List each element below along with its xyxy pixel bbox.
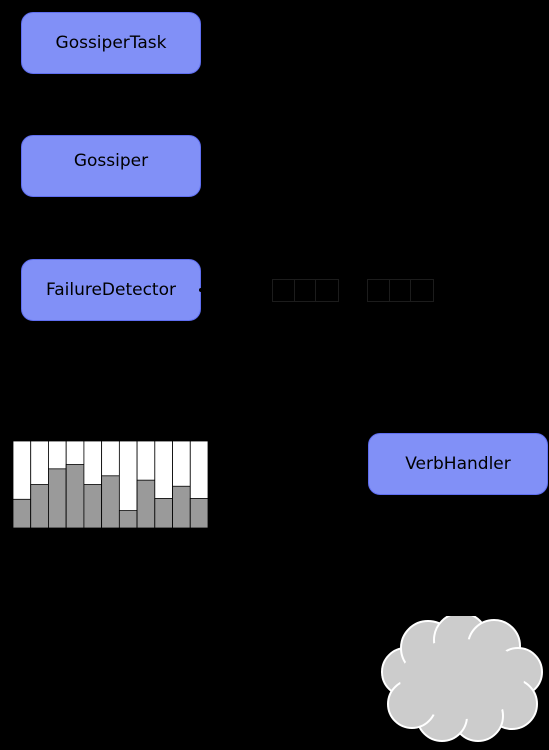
queue-cell [390, 280, 412, 301]
verb-handler-label: VerbHandler [405, 454, 511, 474]
gossiper-task-label: GossiperTask [55, 33, 167, 53]
gossiper-task-node: GossiperTask [21, 12, 201, 74]
arrival-window-histogram [13, 441, 208, 528]
histogram-bar [65, 464, 85, 528]
histogram-bar [30, 484, 49, 528]
histogram-bar [118, 510, 138, 528]
message-queue-right [367, 279, 434, 302]
failure-detector-label: FailureDetector [45, 280, 176, 300]
network-cloud-icon [381, 616, 543, 742]
histogram-bar [101, 475, 120, 528]
histogram-bar [48, 468, 67, 528]
histogram-bar [83, 484, 103, 528]
message-queue-left [272, 279, 339, 302]
queue-cell [295, 280, 317, 301]
queue-cell [316, 280, 338, 301]
queue-cell [411, 280, 433, 301]
histogram-bar [189, 498, 208, 528]
histogram-bar [172, 485, 191, 528]
histogram-bar [154, 498, 173, 528]
gossiper-label: Gossiper [73, 151, 149, 171]
queue-cell [368, 280, 390, 301]
failure-detector-node: FailureDetector [21, 259, 201, 321]
histogram-bar [136, 479, 156, 528]
failure-detector-connector-dot [199, 288, 203, 292]
verb-handler-node: VerbHandler [368, 433, 548, 495]
gossiper-node: Gossiper [21, 135, 201, 197]
histogram-bar [13, 498, 32, 528]
queue-cell [273, 280, 295, 301]
